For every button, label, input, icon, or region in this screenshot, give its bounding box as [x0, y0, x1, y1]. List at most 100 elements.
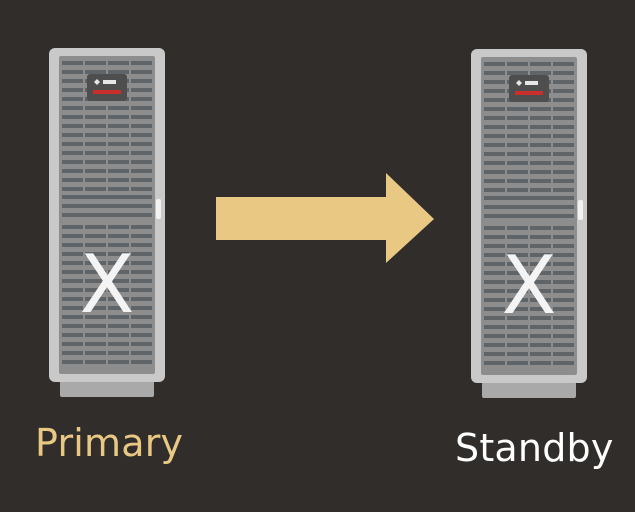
rack-vent [85, 124, 106, 128]
rack-vent [507, 170, 528, 174]
rack-vent [85, 160, 106, 164]
rack-vent [85, 169, 106, 173]
rack-vent [553, 343, 574, 347]
rack-vent [62, 169, 83, 173]
rack-vent [131, 360, 152, 364]
rack-vent [484, 116, 505, 120]
rack-vent [553, 89, 574, 93]
rack-vent [131, 234, 152, 238]
rack-vent [108, 315, 129, 319]
rack-vent [530, 179, 551, 183]
rack-vent [530, 289, 551, 293]
rack-vent [553, 316, 574, 320]
rack-vent [553, 352, 574, 356]
rack-vent [507, 161, 528, 165]
rack-vent [62, 243, 83, 247]
rack-vent [484, 80, 505, 84]
rack-vent [484, 298, 505, 302]
rack-vent [507, 62, 528, 66]
rack-vent [507, 116, 528, 120]
rack-vent [530, 134, 551, 138]
rack-vent [85, 178, 106, 182]
rack-vent [62, 261, 83, 265]
rack-vent [484, 226, 505, 230]
rack-vent [507, 289, 528, 293]
rack-vent [553, 98, 574, 102]
rack-vent [108, 351, 129, 355]
rack-vent [131, 133, 152, 137]
rack-vent [553, 271, 574, 275]
status-light [103, 80, 116, 84]
rack-vent [507, 226, 528, 230]
rack-vent [131, 187, 152, 191]
rack-vent [62, 306, 83, 310]
rack-vent [108, 360, 129, 364]
rack-vent [507, 334, 528, 338]
rack-band [484, 214, 574, 218]
rack-vent [484, 62, 505, 66]
status-diamond-icon [94, 79, 100, 85]
rack-vent [131, 169, 152, 173]
rack-vent [507, 343, 528, 347]
standby-label: Standby [455, 426, 614, 470]
rack-vent [131, 61, 152, 65]
rack-vent [62, 160, 83, 164]
rack-vent [85, 315, 106, 319]
rack-vent [530, 325, 551, 329]
rack-vent [85, 261, 106, 265]
rack-vent [553, 143, 574, 147]
status-display [509, 75, 549, 102]
rack-vent [131, 351, 152, 355]
rack-vent [484, 235, 505, 239]
rack-vent [62, 288, 83, 292]
rack-vent [85, 133, 106, 137]
rack-vent [553, 244, 574, 248]
rack-vent [507, 188, 528, 192]
rack-vent [131, 70, 152, 74]
rack-vent [62, 124, 83, 128]
rack-vent [131, 306, 152, 310]
rack-vent [85, 342, 106, 346]
rack-vent [131, 115, 152, 119]
rack-vent [131, 151, 152, 155]
rack-vent [62, 187, 83, 191]
door-handle [156, 199, 161, 219]
rack-vent [108, 225, 129, 229]
rack-vent [553, 107, 574, 111]
rack-vent [484, 179, 505, 183]
rack-vent [507, 125, 528, 129]
rack-vent [484, 334, 505, 338]
rack-vent [85, 187, 106, 191]
rack-vent [85, 225, 106, 229]
rack-vent [530, 271, 551, 275]
rack-vent [553, 235, 574, 239]
rack-vent [507, 253, 528, 257]
rack-vent [484, 343, 505, 347]
rack-vent [484, 134, 505, 138]
rack-vent [530, 125, 551, 129]
rack-vent [85, 279, 106, 283]
rack-vent [530, 316, 551, 320]
rack-vent [131, 97, 152, 101]
rack-vent [507, 235, 528, 239]
rack-vent [484, 98, 505, 102]
status-display [87, 74, 127, 101]
status-red-bar [93, 90, 121, 94]
rack-vent [553, 161, 574, 165]
rack-vent [484, 107, 505, 111]
rack-vent [530, 235, 551, 239]
rack-vent [85, 333, 106, 337]
door-handle [578, 200, 583, 220]
rack-vent [507, 107, 528, 111]
rack-vent [62, 297, 83, 301]
rack-vent [484, 271, 505, 275]
rack-base [60, 381, 154, 397]
rack-vent [131, 261, 152, 265]
status-diamond-icon [516, 80, 522, 86]
server-rack-icon: X [471, 49, 587, 398]
rack-vent [530, 361, 551, 365]
rack-vent [530, 298, 551, 302]
rack-vent [62, 70, 83, 74]
arrow-shape [216, 173, 434, 263]
rack-vent [108, 142, 129, 146]
